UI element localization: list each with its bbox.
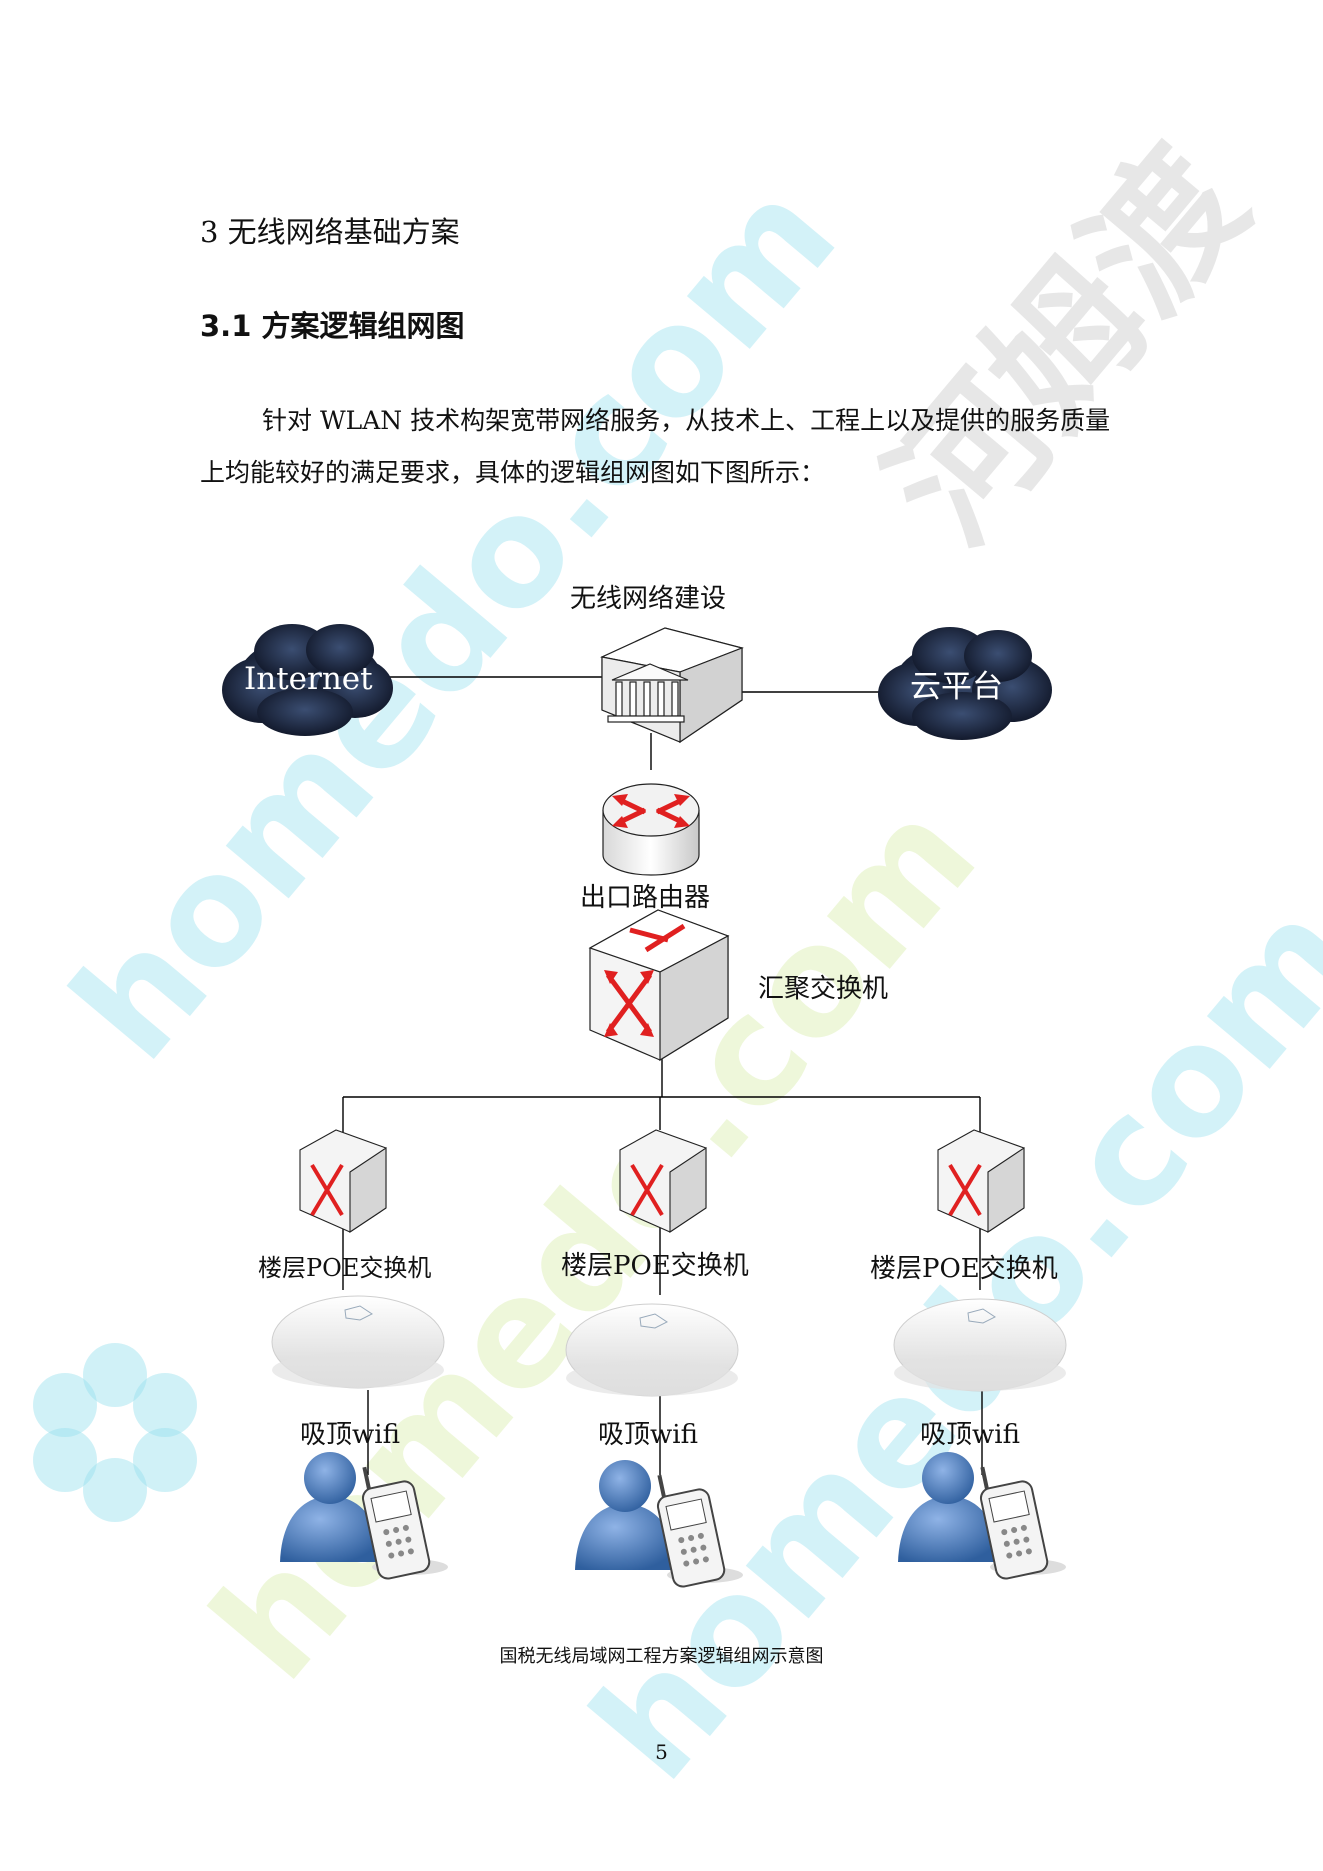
section-heading: 3 无线网络基础方案: [200, 215, 460, 249]
floor-switch-label-2: 楼层POE交换机: [561, 1251, 749, 1281]
body-paragraph: 针对 WLAN 技术构架宽带网络服务，从技术上、工程上以及提供的服务质量上均能较…: [200, 406, 1111, 487]
user-phone-icon-3: [898, 1452, 1066, 1580]
router-label: 出口路由器: [580, 883, 711, 913]
ap-label-1: 吸顶wifi: [300, 1420, 400, 1450]
internet-cloud-icon: [222, 624, 393, 736]
floor-switch-icon-3: [937, 1129, 1025, 1234]
user-phone-icon-2: [575, 1460, 743, 1588]
connection-lines: [342, 676, 983, 1475]
router-icon: [602, 783, 700, 876]
ceiling-ap-icon-3: [893, 1298, 1067, 1392]
server-building-icon: [600, 627, 744, 744]
page-number: 5: [655, 1740, 668, 1764]
floor-switch-label-3: 楼层POE交换机: [870, 1254, 1058, 1284]
floor-switch-icon-2: [619, 1129, 707, 1234]
ceiling-ap-icon-1: [271, 1295, 445, 1389]
cloud-platform-label: 云平台: [910, 669, 1003, 705]
ap-label-2: 吸顶wifi: [598, 1420, 698, 1450]
core-switch-icon: [588, 909, 730, 1062]
cloud-platform-icon: [878, 627, 1052, 740]
subsection-heading: 3.1 方案逻辑组网图: [200, 309, 465, 343]
server-label: 无线网络建设: [570, 584, 727, 614]
ap-label-3: 吸顶wifi: [920, 1420, 1020, 1450]
user-phone-icon-1: [280, 1452, 448, 1580]
internet-label: Internet: [244, 661, 373, 697]
core-switch-label: 汇聚交换机: [758, 974, 889, 1004]
floor-switch-icon-1: [299, 1129, 387, 1234]
figure-caption: 国税无线局域网工程方案逻辑组网示意图: [499, 1646, 824, 1667]
floor-switch-label-1: 楼层POE交换机: [258, 1254, 432, 1282]
ceiling-ap-icon-2: [565, 1303, 739, 1397]
